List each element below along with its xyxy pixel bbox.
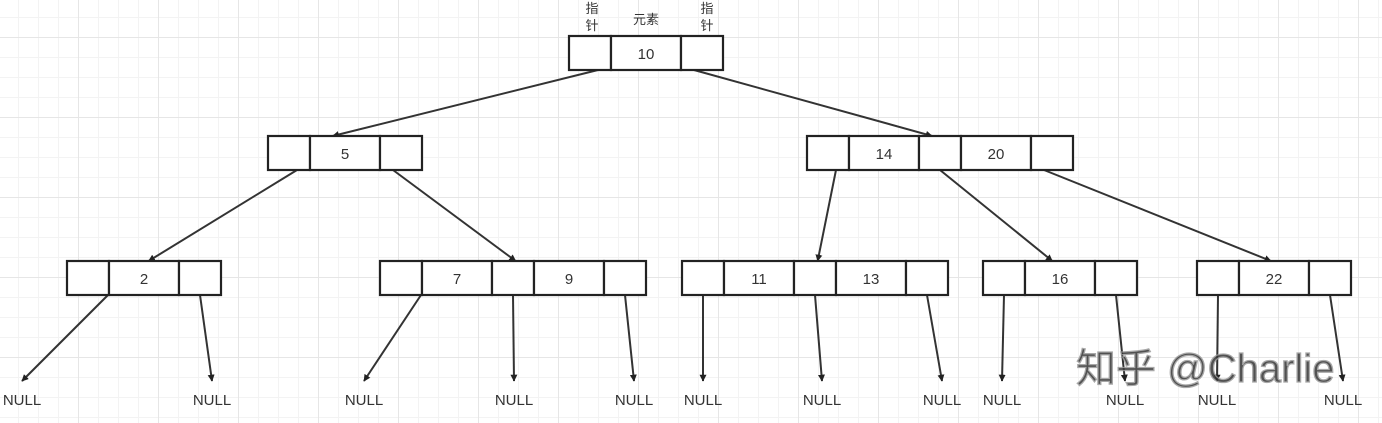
- pointer-arrow: [998, 294, 1006, 382]
- pointer-cell: [1307, 259, 1353, 297]
- pointer-cell: [1195, 259, 1241, 297]
- pointer-cell: [679, 34, 725, 72]
- node-key: 16: [1052, 271, 1069, 288]
- pointer-cell: [177, 259, 223, 297]
- node-key: 2: [140, 271, 148, 288]
- pointer-arrow: [21, 294, 109, 382]
- pointer-cell: [65, 259, 111, 297]
- pointer-arrow: [815, 169, 837, 262]
- pointer-arrow: [148, 169, 298, 262]
- node-key: 20: [988, 146, 1005, 163]
- annotation-char: 针: [700, 18, 713, 33]
- null-label-2: NULL: [345, 392, 383, 409]
- null-label-4: NULL: [615, 392, 653, 409]
- node-key: 22: [1266, 271, 1283, 288]
- node-key: 13: [863, 271, 880, 288]
- null-label-7: NULL: [923, 392, 961, 409]
- null-label-1: NULL: [193, 392, 231, 409]
- node-key: 11: [751, 271, 767, 288]
- key-cell: [1237, 259, 1311, 297]
- null-label-5: NULL: [684, 392, 722, 409]
- node-key: 9: [565, 271, 573, 288]
- null-label-6: NULL: [803, 392, 841, 409]
- pointer-cell: [567, 34, 613, 72]
- pointer-arrow: [1043, 169, 1272, 262]
- tree-node-n5: 5: [266, 134, 424, 172]
- null-label-11: NULL: [1324, 392, 1362, 409]
- key-cell: [609, 34, 683, 72]
- pointer-arrow: [939, 169, 1053, 262]
- annotation-element: 元素: [633, 12, 659, 27]
- pointer-cell: [378, 134, 424, 172]
- pointer-cell: [792, 259, 838, 297]
- pointer-arrow: [1329, 294, 1346, 382]
- node-key: 10: [638, 46, 655, 63]
- pointer-arrow: [1115, 294, 1128, 382]
- annotation-char: 针: [585, 18, 598, 33]
- tree-node-root: 10: [567, 34, 725, 72]
- pointer-arrow: [814, 294, 825, 382]
- null-label-10: NULL: [1198, 392, 1236, 409]
- annotation-char: 指: [700, 1, 713, 16]
- annotation-char: 指: [585, 1, 598, 16]
- pointer-arrow: [510, 294, 518, 382]
- tree-node-n11-13: 11 13: [680, 259, 950, 297]
- pointer-arrow: [624, 294, 637, 382]
- pointer-arrow: [199, 294, 215, 382]
- watermark: 知乎 @Charlie: [1076, 347, 1334, 391]
- annotation-left-pointer: 指针: [585, 1, 598, 33]
- annotation-right-pointer: 指针: [700, 1, 713, 33]
- edges: [21, 69, 1346, 382]
- null-label-8: NULL: [983, 392, 1021, 409]
- pointer-cell: [266, 134, 312, 172]
- key-cell: [420, 259, 494, 297]
- node-key: 14: [876, 146, 893, 163]
- node-key: 5: [341, 146, 349, 163]
- pointer-arrow: [1213, 294, 1221, 382]
- key-cell: [1023, 259, 1097, 297]
- pointer-arrow: [926, 294, 945, 382]
- tree-node-n14-20: 14 20: [805, 134, 1075, 172]
- pointer-cell: [981, 259, 1027, 297]
- pointer-cell: [1029, 134, 1075, 172]
- pointer-arrow: [392, 169, 517, 262]
- labels: NULL NULL NULL NULL NULL NULL NULL NULL NULL NULL…: [3, 1, 1362, 409]
- tree-node-n2: 2: [65, 259, 223, 297]
- node-key: 7: [453, 271, 461, 288]
- key-cell: [308, 134, 382, 172]
- pointer-arrow: [332, 69, 599, 138]
- pointer-cell: [602, 259, 648, 297]
- null-label-3: NULL: [495, 392, 533, 409]
- key-cell: [847, 134, 921, 172]
- pointer-cell: [490, 259, 536, 297]
- key-cell: [532, 259, 606, 297]
- pointer-arrow: [363, 294, 422, 382]
- null-label-9: NULL: [1106, 392, 1144, 409]
- pointer-cell: [1093, 259, 1139, 297]
- pointer-cell: [680, 259, 726, 297]
- pointer-cell: [917, 134, 963, 172]
- tree-node-n16: 16: [981, 259, 1139, 297]
- null-label-0: NULL: [3, 392, 41, 409]
- pointer-cell: [805, 134, 851, 172]
- pointer-arrow: [693, 69, 933, 138]
- pointer-cell: [378, 259, 424, 297]
- pointer-cell: [904, 259, 950, 297]
- key-cell: [959, 134, 1033, 172]
- tree-node-n22: 22: [1195, 259, 1353, 297]
